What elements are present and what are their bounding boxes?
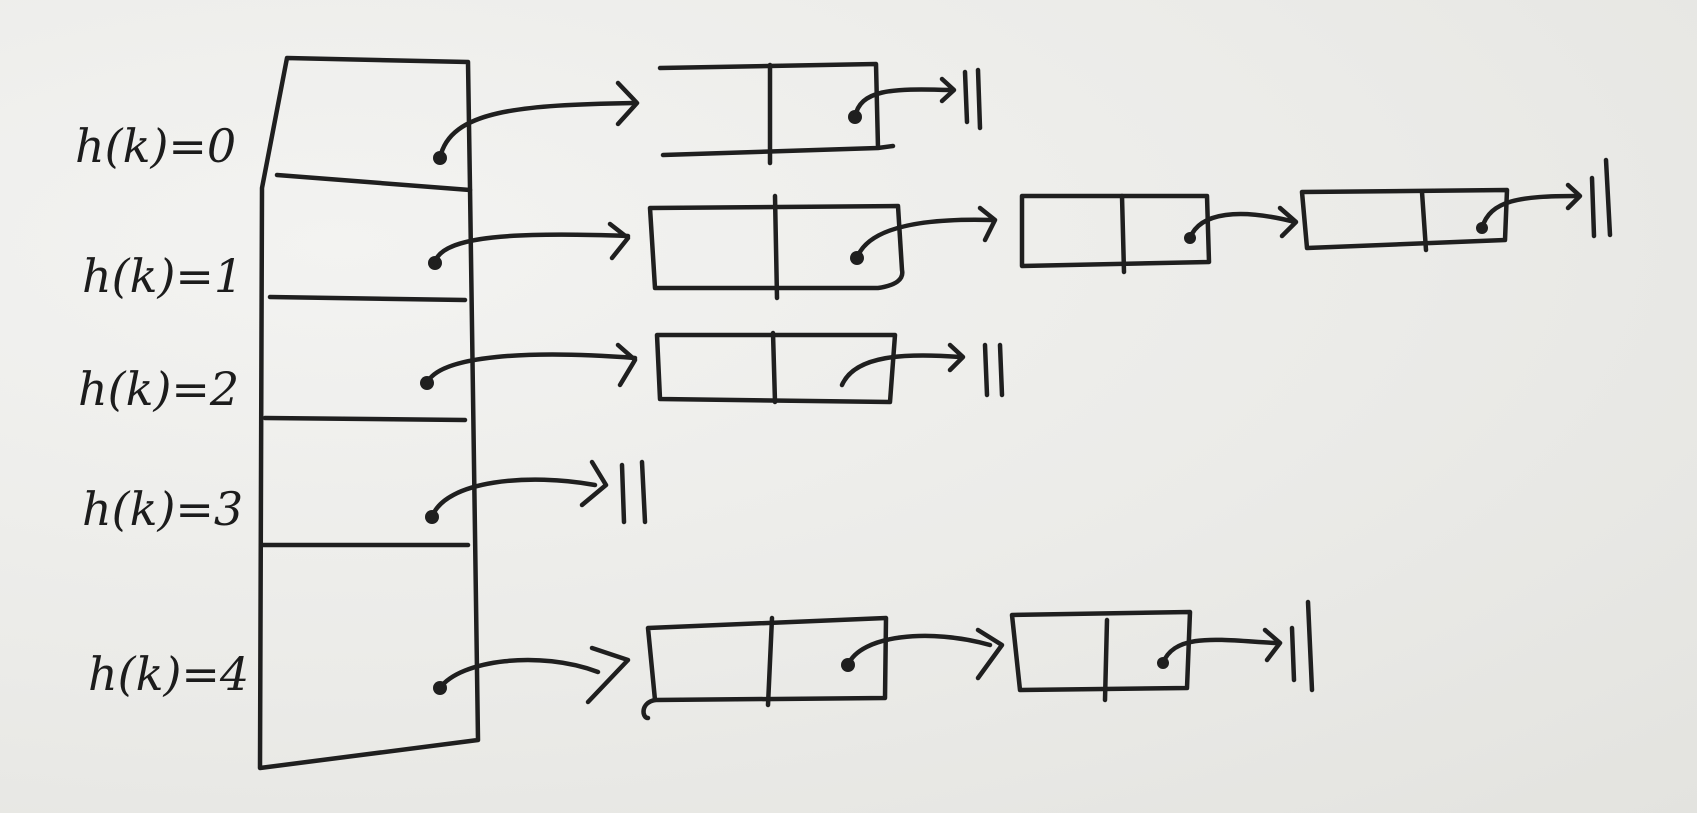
arrowhead bbox=[1262, 627, 1283, 663]
arrowhead bbox=[579, 459, 609, 508]
list-node bbox=[657, 61, 896, 166]
hash-table-array bbox=[257, 55, 481, 771]
slot-divider-1 bbox=[274, 172, 473, 193]
arrowhead bbox=[975, 627, 1005, 681]
node-divider bbox=[1419, 189, 1429, 253]
list-node bbox=[654, 330, 898, 405]
null-terminator-icon bbox=[1289, 599, 1315, 693]
table-outline bbox=[257, 55, 481, 771]
slot-label-2: h(k)=2 bbox=[78, 362, 239, 416]
node-box bbox=[1009, 609, 1193, 693]
arrow-to-null bbox=[1160, 637, 1278, 666]
arrow-slot3-to-null bbox=[429, 477, 598, 520]
node-stroke bbox=[641, 697, 658, 721]
node-box bbox=[647, 203, 905, 291]
slot-label-3: h(k)=3 bbox=[82, 482, 243, 536]
arrowhead bbox=[615, 342, 638, 388]
arrow-to-null bbox=[839, 353, 963, 388]
null-terminator-icon bbox=[962, 67, 983, 131]
arrow-node-to-node bbox=[1187, 211, 1298, 241]
list-node bbox=[1019, 193, 1212, 275]
slot-label-4: h(k)=4 bbox=[88, 647, 249, 701]
arrow-node-to-node bbox=[854, 217, 995, 261]
list-node bbox=[647, 193, 905, 301]
slot-divider-2 bbox=[267, 294, 468, 303]
arrowhead bbox=[947, 342, 966, 373]
arrowhead bbox=[615, 80, 640, 127]
null-terminator-icon bbox=[1589, 157, 1613, 239]
arrow-node-to-node bbox=[845, 633, 993, 668]
node-divider bbox=[772, 193, 780, 301]
node-divider bbox=[1102, 617, 1110, 703]
arrowhead bbox=[1277, 205, 1299, 239]
node-divider bbox=[770, 330, 778, 405]
arrow-to-null bbox=[852, 87, 953, 120]
list-node bbox=[1299, 187, 1510, 253]
arrowhead bbox=[585, 645, 631, 705]
arrowhead bbox=[1565, 182, 1583, 211]
null-terminator-icon bbox=[619, 459, 648, 525]
node-box bbox=[1299, 187, 1510, 251]
arrow-slot2-to-node bbox=[424, 352, 638, 386]
arrowhead bbox=[977, 205, 998, 243]
slot-label-1: h(k)=1 bbox=[82, 249, 243, 303]
slot-label-0: h(k)=0 bbox=[75, 119, 236, 173]
arrowhead bbox=[939, 76, 957, 104]
arrowhead bbox=[607, 221, 631, 261]
arrow-slot0-to-node bbox=[437, 100, 638, 161]
arrow-slot4-to-node bbox=[437, 657, 601, 691]
list-node bbox=[641, 615, 889, 721]
node-box bbox=[1019, 193, 1212, 269]
node-divider bbox=[1119, 193, 1127, 275]
arrow-to-null bbox=[1479, 193, 1580, 231]
node-box bbox=[645, 615, 889, 703]
slot-divider-3 bbox=[262, 415, 468, 423]
node-divider bbox=[765, 615, 775, 708]
list-node bbox=[1009, 609, 1193, 703]
arrow-slot1-to-node bbox=[432, 232, 631, 266]
node-box bbox=[654, 332, 898, 405]
null-terminator-icon bbox=[982, 342, 1005, 398]
